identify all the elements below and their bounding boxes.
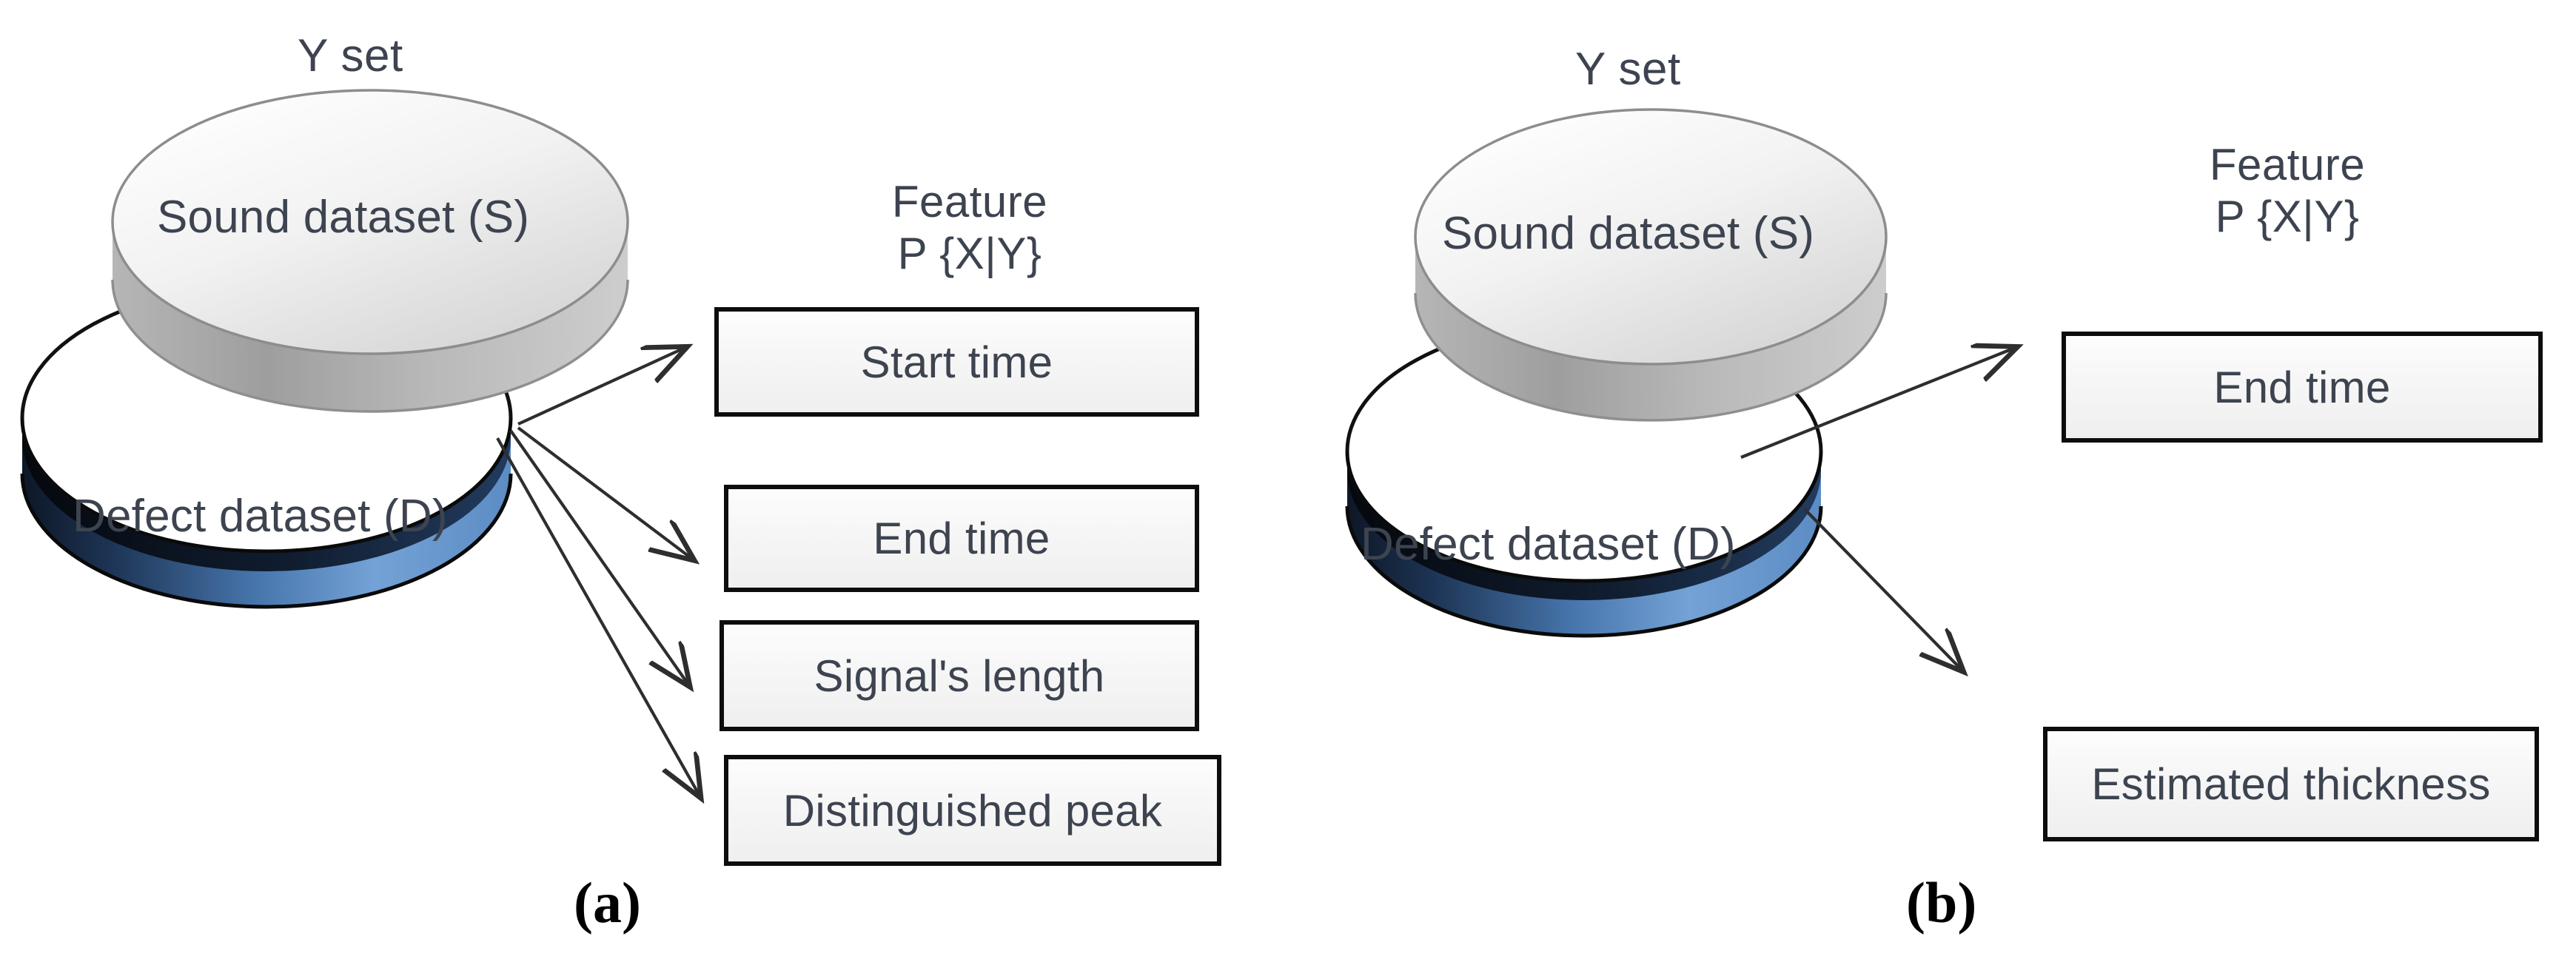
- panel-a-feature-header-line2: P {X|Y}: [897, 229, 1042, 278]
- panel-a-sound-disk: [111, 89, 629, 413]
- panel-b-feature-box-end-time[interactable]: End time: [2062, 332, 2543, 443]
- arrow-to-start-time: [517, 348, 685, 426]
- panel-a-sound-dataset-label: Sound dataset (S): [157, 192, 530, 243]
- panel-a-feature-header-line1: Feature: [891, 177, 1048, 226]
- panel-a-y-set-label: Y set: [298, 30, 403, 81]
- panel-b-feature-header-line1: Feature: [2209, 140, 2366, 189]
- panel-b-arrows: [1740, 348, 2015, 670]
- panel-b-sound-disk: [1414, 108, 1888, 422]
- panel-b-feature-box-estimated-thickness[interactable]: Estimated thickness: [2043, 727, 2539, 841]
- panel-a-arrows: [496, 348, 700, 796]
- panel-b-tag: (b): [1906, 870, 1977, 935]
- panel-b-feature-header-line2: P {X|Y}: [2215, 192, 2360, 241]
- panel-a-feature-box-signals-length-label: Signal's length: [814, 651, 1105, 701]
- panel-a-disks: [20, 89, 629, 609]
- panel-a-feature-box-distinguished-peak[interactable]: Distinguished peak: [724, 755, 1221, 866]
- panel-b-disks: [1345, 108, 1888, 638]
- panel-a-feature-box-start-time[interactable]: Start time: [714, 307, 1199, 417]
- arrow-to-signals-length: [509, 429, 688, 685]
- panel-a-feature-box-distinguished-peak-label: Distinguished peak: [782, 785, 1163, 836]
- arrow-to-distinguished-peak: [496, 437, 700, 796]
- panel-a-feature-box-end-time-label: End time: [873, 514, 1050, 563]
- panel-b-feature-box-end-time-label: End time: [2213, 362, 2391, 412]
- panel-a-feature-box-end-time[interactable]: End time: [724, 485, 1199, 592]
- panel-a-defect-dataset-label: Defect dataset (D): [73, 491, 448, 542]
- panel-a-tag: (a): [574, 870, 641, 935]
- arrow-to-end-time: [1740, 348, 2015, 459]
- panel-b-sound-dataset-label: Sound dataset (S): [1442, 208, 1815, 259]
- panel-b-defect-dataset-label: Defect dataset (D): [1361, 519, 1736, 570]
- arrow-to-end-time: [517, 426, 692, 559]
- panel-a-feature-box-start-time-label: Start time: [860, 337, 1053, 387]
- panel-b-feature-box-estimated-thickness-label: Estimated thickness: [2091, 759, 2491, 809]
- panel-a-feature-box-signals-length[interactable]: Signal's length: [720, 620, 1199, 731]
- panel-b-y-set-label: Y set: [1575, 44, 1681, 95]
- arrow-to-estimated-thickness: [1803, 508, 1962, 670]
